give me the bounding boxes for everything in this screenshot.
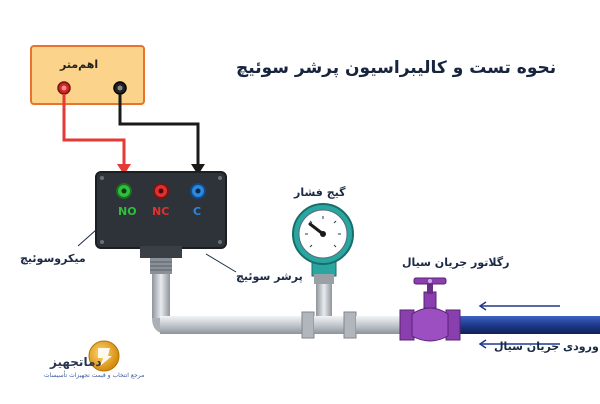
pressure-switch-label: پرشر سوئیچ [236,270,303,283]
flow-regulator-valve [399,277,461,342]
brand-name: دماتجهیز [50,355,102,369]
ohmmeter [30,45,145,105]
terminal-nc-label: NC [152,205,170,218]
red-wire [62,94,131,175]
page-title: نحوه تست و کالیبراسیون پرشر سوئیچ [236,58,557,78]
fluid-inlet-label: ورودی جریان سیال [494,340,599,353]
terminal-c-label: C [193,205,202,218]
micro-switch-label: میکروسوئیچ [20,252,86,265]
blue-pipe [456,316,600,334]
micro-switch-leader [77,229,97,247]
micro-switch-body [95,171,227,274]
terminal-no-label: NO [118,205,137,218]
flow-regulator-label: رگلاتور جریان سیال [402,256,510,269]
black-wire [118,94,205,175]
pressure-gauge [292,203,354,284]
pressure-gauge-label: گیج فشار [294,186,346,199]
pressure-switch-leader [205,253,237,273]
brand-tagline: مرجع انتخاب و قیمت تجهیزات تأسیسات [44,372,145,379]
steel-pipe [152,274,406,339]
brand-logo [88,340,120,372]
flow-arrows [478,301,560,349]
ohmmeter-label: اهم‌متر [60,58,99,71]
